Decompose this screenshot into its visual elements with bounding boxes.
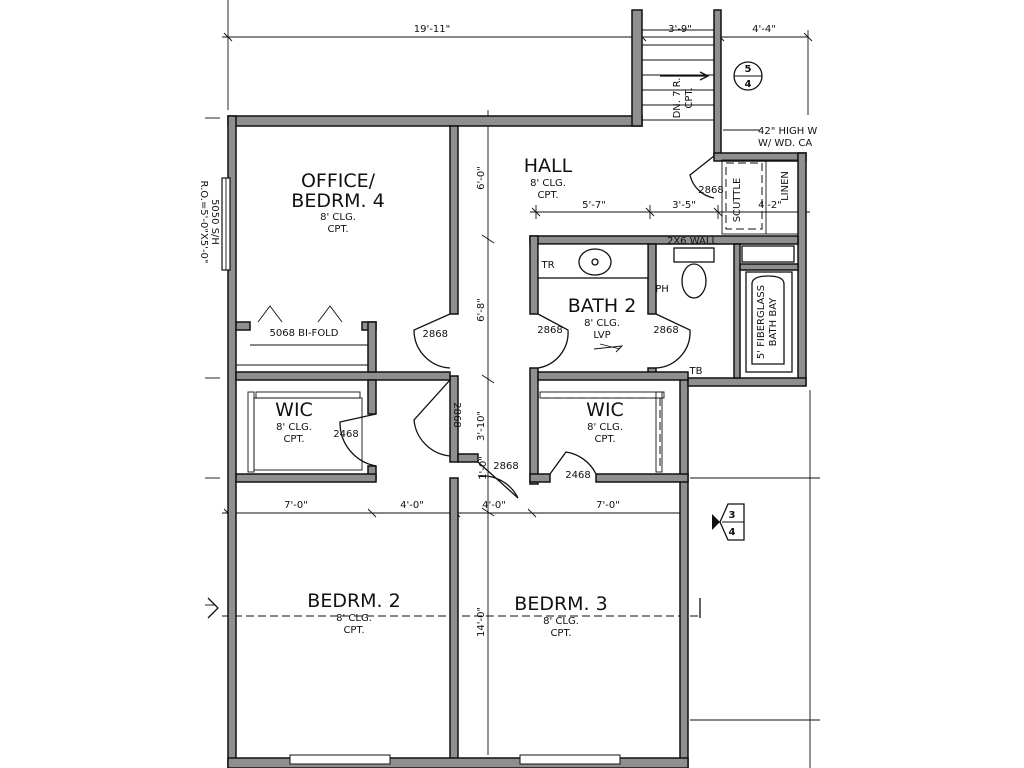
dim-linen-4-2: 4'-2"	[758, 200, 782, 211]
dim-vert-3-10: 3'-10"	[476, 411, 487, 441]
note-window-1: 5050 S/H	[209, 199, 220, 245]
dim-bottom-7-0-left: 7'-0"	[284, 500, 308, 511]
dim-vert-6-8: 6'-8"	[476, 298, 487, 322]
dimension-labels: 19'-11" 3'-9" 4'-4" 5'-7" 3'-5" 4'-2" 7'…	[284, 24, 782, 637]
door-tag-hall-closet: 2868	[451, 402, 462, 427]
dim-right-top: 4'-4"	[752, 24, 776, 35]
office-title-line2: BEDRM. 4	[291, 190, 384, 212]
bedrm3-floor: CPT.	[550, 628, 571, 639]
door-tags: 2868 2868 2468 2868 2868 2868 2468 2868 …	[270, 185, 724, 481]
note-window-2: R.O.=5'-0"X5'-0"	[198, 180, 209, 263]
section-callout-top: 5 4	[733, 61, 763, 91]
note-stair-cpt: CPT.	[684, 87, 695, 108]
bath2-title: BATH 2	[568, 295, 637, 317]
note-scuttle: SCUTTLE	[732, 178, 743, 223]
bath2-floor: LVP	[593, 330, 610, 341]
callout-top-number: 5	[745, 64, 752, 75]
section-callout-right: 3 4	[712, 503, 745, 541]
room-labels: OFFICE/ BEDRM. 4 8' CLG. CPT. HALL 8' CL…	[275, 155, 636, 639]
dim-bottom-4-0-right: 4'-0"	[482, 500, 506, 511]
dim-bottom-7-0-right: 7'-0"	[596, 500, 620, 511]
callout-right-number: 3	[729, 510, 736, 521]
note-rail-1: 42" HIGH W	[758, 126, 817, 137]
bath-fixtures	[537, 243, 795, 373]
bedrm2-title: BEDRM. 2	[307, 590, 400, 612]
dimension-lines	[205, 0, 820, 768]
note-rail-2: W/ WD. CA	[758, 138, 812, 149]
dim-top-overall: 19'-11"	[414, 24, 450, 35]
hall-ceiling: 8' CLG.	[530, 178, 566, 189]
note-door-small: 1'-0"	[478, 456, 489, 480]
door-tag-office: 2868	[423, 329, 448, 340]
plan-notes: DN. 7 R. CPT. 42" HIGH W W/ WD. CA 2X6 W…	[198, 78, 817, 480]
door-tag-hall-small: 2868	[493, 461, 518, 472]
note-tb: TB	[689, 366, 703, 377]
callout-top-sheet: 4	[745, 79, 752, 90]
note-tr: TR	[540, 260, 554, 271]
hall-title: HALL	[524, 155, 573, 177]
dim-bottom-4-0-left: 4'-0"	[400, 500, 424, 511]
callout-right-sheet: 4	[729, 527, 736, 538]
bedrm3-ceiling: 8' CLG.	[543, 616, 579, 627]
dim-vert-14-0: 14'-0"	[476, 607, 487, 637]
door-tag-wic-left: 2468	[333, 429, 358, 440]
bath2-ceiling: 8' CLG.	[584, 318, 620, 329]
door-tag-bifold: 5068 BI-FOLD	[270, 328, 339, 339]
bedrm2-ceiling: 8' CLG.	[336, 613, 372, 624]
door-tag-bath-left: 2868	[537, 325, 562, 336]
door-tag-bath-right: 2868	[653, 325, 678, 336]
door-tag-wic-right: 2468	[565, 470, 590, 481]
note-fiberglass-2: BATH BAY	[768, 297, 779, 347]
wic-left-title: WIC	[275, 399, 313, 421]
door-tag-linen: 2868	[698, 185, 723, 196]
dim-hall-5-7: 5'-7"	[582, 200, 606, 211]
dim-hall-3-5: 3'-5"	[672, 200, 696, 211]
bedrm3-title: BEDRM. 3	[514, 593, 607, 615]
office-ceiling: 8' CLG.	[320, 212, 356, 223]
note-stair-dn: DN. 7 R.	[672, 78, 683, 119]
stairs	[642, 29, 714, 121]
wic-left-ceiling: 8' CLG.	[276, 422, 312, 433]
hall-floor: CPT.	[537, 190, 558, 201]
bedrm2-floor: CPT.	[343, 625, 364, 636]
dim-vert-6-0: 6'-0"	[476, 166, 487, 190]
wic-left-floor: CPT.	[283, 434, 304, 445]
note-2x6-wall: 2X6 WALL	[667, 236, 718, 247]
door-swings	[339, 155, 715, 499]
scuttle-linen	[721, 159, 799, 235]
note-ph: PH	[655, 284, 669, 295]
note-linen: LINEN	[780, 171, 791, 201]
office-title-line1: OFFICE/	[301, 170, 376, 192]
dim-stair-width: 3'-9"	[668, 24, 692, 35]
note-fiberglass-1: 5' FIBERGLASS	[756, 285, 767, 359]
office-floor: CPT.	[327, 224, 348, 235]
wic-right-ceiling: 8' CLG.	[587, 422, 623, 433]
wic-right-floor: CPT.	[594, 434, 615, 445]
walls	[221, 9, 807, 768]
wic-right-title: WIC	[586, 399, 624, 421]
closet-shelves	[236, 305, 665, 473]
